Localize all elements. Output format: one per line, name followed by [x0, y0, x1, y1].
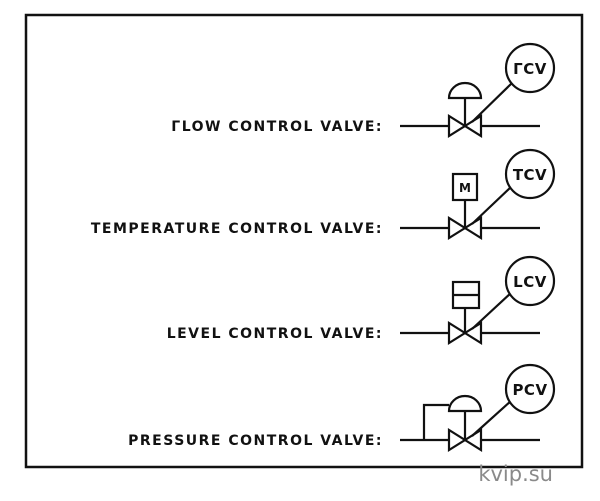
legend-frame — [24, 13, 584, 469]
level-instrument-bubble — [504, 255, 556, 307]
flow-instrument-bubble — [504, 42, 556, 94]
flow-instrument-tag: ГCV — [513, 60, 547, 78]
temperature-valve-label: TEMPERATURE CONTROL VALVE: — [91, 221, 383, 237]
level-instrument-tag: LCV — [513, 273, 547, 291]
level-control-valve-row: LEVEL CONTROL VALVE: LCV — [167, 255, 556, 345]
temperature-instrument-bubble — [504, 148, 556, 200]
pressure-instrument-leader — [471, 399, 513, 437]
pressure-valve-label: PRESSURE CONTROL VALVE: — [128, 433, 383, 449]
motor-actuator-icon — [451, 172, 479, 202]
flow-control-valve-row: ГLOW CONTROL VALVE: ГCV — [171, 42, 556, 138]
flow-valve-label: ГLOW CONTROL VALVE: — [171, 119, 383, 135]
pressure-instrument-tag: PCV — [512, 381, 547, 399]
pressure-pilot-line — [422, 403, 449, 440]
pressure-instrument-bubble — [504, 363, 556, 415]
pressure-diaphragm-actuator-icon — [447, 394, 483, 413]
temperature-control-valve-row: TEMPERATURE CONTROL VALVE: M TCV — [91, 148, 556, 240]
level-instrument-leader — [471, 291, 513, 330]
flow-diaphragm-actuator-icon — [447, 81, 483, 100]
watermark-text: kvip.su — [478, 462, 553, 486]
temperature-instrument-leader — [471, 185, 513, 225]
pressure-control-valve-row: PRESSURE CONTROL VALVE: PCV — [128, 363, 556, 452]
motor-actuator-label: M — [459, 181, 471, 195]
flow-instrument-leader — [471, 82, 513, 123]
temperature-instrument-tag: TCV — [513, 166, 547, 184]
level-valve-label: LEVEL CONTROL VALVE: — [167, 326, 383, 342]
